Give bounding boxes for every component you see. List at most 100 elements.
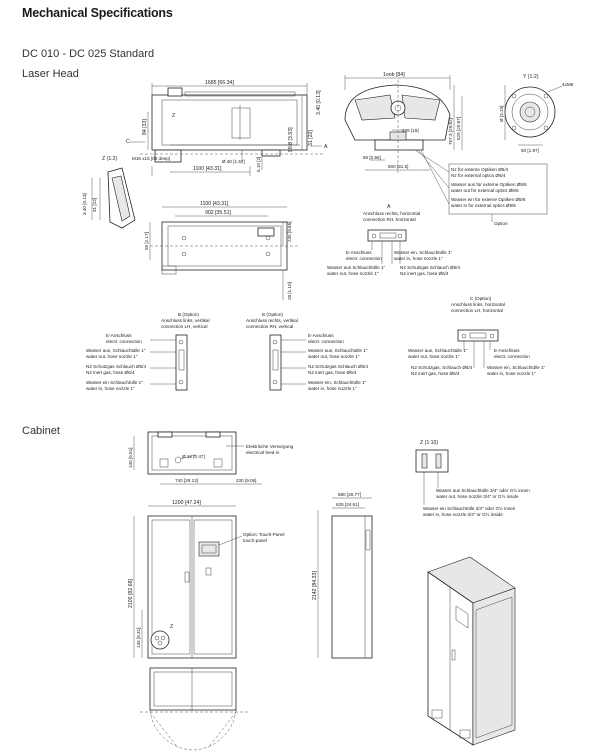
view-c-label: electr. connection xyxy=(494,354,530,359)
view-b2-label: Wasser aus, Schlauchtülle 1" xyxy=(308,348,368,353)
view-b2-label: Wasser ein, Schlauchtülle 1" xyxy=(308,380,367,385)
view-a-label: Wasser ein, Schlauchtülle 1" xyxy=(394,250,453,255)
view-a-label: N2 Schutzgas Schlauch Ø6/4 xyxy=(400,265,460,270)
label-z-mark: Z xyxy=(172,113,175,119)
cab-touch-label: touch-panel xyxy=(243,538,267,543)
cab-supply-label: Elektrische Versorgung xyxy=(246,444,294,449)
dim-h1: 84 [33] xyxy=(142,119,148,135)
dim-485: 485 [19] xyxy=(402,128,419,133)
dim-thread: M16 x15 [06 deep] xyxy=(132,156,170,161)
view-c-label: Wasser ein, Schlauchtülle 1" xyxy=(487,365,546,370)
laser-head-front-view xyxy=(130,83,325,176)
view-b1-label: water out, hose nozzle 1" xyxy=(86,354,138,359)
cab-label-z: Z xyxy=(170,624,173,630)
page-subtitle: DC 010 - DC 025 Standard xyxy=(22,48,155,60)
view-b2-label: E-Anschluss xyxy=(308,333,334,338)
view-a-label: Wasser aus Schlauchtülle 1" xyxy=(327,265,386,270)
view-b2-label: water out, hose nozzle 1" xyxy=(308,354,360,359)
option-note-line: water in for external optics Ø8/6 xyxy=(451,203,516,208)
dim-525: 525 [20.67] xyxy=(456,117,461,140)
dim-length: 1685 [66.34] xyxy=(205,80,234,86)
view-c-title: C (Option) xyxy=(470,296,492,301)
option-note-line: water out for external optics Ø8/6 xyxy=(451,188,519,193)
label-c: C xyxy=(126,139,130,145)
view-b1-label: Wasser aus, Schlauchtülle 1" xyxy=(86,348,146,353)
dim-dia40: Ø 40 [1.57] xyxy=(222,159,245,164)
view-b1-label: N2 Schutzgas Schlauch Ø6/4 xyxy=(86,364,146,369)
page-title: Mechanical Specifications xyxy=(22,6,173,20)
cab-dim-140: 140 [5.51] xyxy=(128,448,133,468)
label-z-detail: Z (1:2) xyxy=(102,156,118,162)
cabinet-detail-z xyxy=(415,449,449,505)
view-b2-title: B (Option) xyxy=(262,312,283,317)
view-c-label: N2 inert gas, hose Ø6/4 xyxy=(411,371,460,376)
view-a-caption: Anschluss rechts, horizontal xyxy=(363,211,420,216)
view-c-label: N2 Schutzgas, Schlauch Ø6/4 xyxy=(411,365,473,370)
cabinet-front-view xyxy=(133,505,243,659)
view-b1-label: E-Anschluss xyxy=(106,333,132,338)
view-c-caption: Anschluss links, horizontal xyxy=(451,302,505,307)
dim-z-1: 3.40 [0.13] xyxy=(82,193,87,215)
option-note-line: Wasser aus für externe Optiken Ø8/6 xyxy=(451,182,527,187)
dim-z-2: 31 [22] xyxy=(92,198,97,212)
dim-h2: 31 [22] xyxy=(308,130,314,146)
cab-detail-label: Wasser ein Schlauchtülle 3/4" oder G½ in… xyxy=(423,505,516,511)
cab-dim-hole: Ø 12 [0.47] xyxy=(182,454,205,459)
cabinet-isometric xyxy=(427,556,516,746)
view-a-label: water in, hose nozzle 1" xyxy=(394,256,443,261)
view-a-connections xyxy=(367,229,407,264)
view-b2-label: N2 Schutzgas Schlauch Ø6/4 xyxy=(308,364,368,369)
cab-dim-2142: 2142 [84.33] xyxy=(312,571,318,600)
view-c-label: E-Anschluss xyxy=(494,348,520,353)
view-a-label: N2 inert gas, hose Ø6/4 xyxy=(400,271,449,276)
dim-ring-h: 50 [1.97] xyxy=(521,148,539,153)
cab-detail-label: Wasser aus Schlauchtülle 3/4" oder G½ in… xyxy=(436,487,530,493)
view-b1-label: Wasser ein Schlauchtülle 1" xyxy=(86,380,143,385)
cab-dim-width: 1200 [47.24] xyxy=(172,500,201,506)
dim-55: 55 [2.17] xyxy=(144,232,149,250)
label-y: Y (1:2) xyxy=(523,74,539,80)
cab-detail-label: water in, hose nozzle 3/4" or G½ inside xyxy=(423,511,503,517)
cab-dim-680: 680 [26.77] xyxy=(338,492,361,497)
cab-dim-135: 135 [5.31] xyxy=(136,628,141,648)
cab-dim-230: 230 [9.06] xyxy=(236,478,256,483)
view-c-label: water in, hose nozzle 1" xyxy=(487,371,536,376)
view-b1-connections xyxy=(150,334,188,391)
option-label: Option xyxy=(494,221,508,226)
view-c-label: water out, hose nozzle 1" xyxy=(408,354,460,359)
dim-1100b: 1100 [43.31] xyxy=(200,201,229,207)
view-a-caption: connection RH, horizontal xyxy=(363,217,416,222)
cab-dim-height: 2100 [82.68] xyxy=(128,579,134,608)
cab-detail-label: water out, hose nozzle 3/4" or G½ inside xyxy=(436,493,519,499)
view-b2-label: water in, hose nozzle 1" xyxy=(308,386,357,391)
view-b1-label: water in, hose nozzle 1" xyxy=(86,386,135,391)
cab-dim-740: 740 [29.13] xyxy=(175,478,198,483)
view-c-label: Wasser aus, Schlauchtülle 1" xyxy=(408,348,468,353)
option-note-line: Nz for external optics Ø6/4 xyxy=(451,173,506,178)
section-laser-head: Laser Head xyxy=(22,68,79,80)
section-cabinet: Cabinet xyxy=(22,425,60,437)
dim-510: 5.10 [2] xyxy=(256,157,261,172)
label-a: A xyxy=(324,144,328,150)
view-a-title: A xyxy=(387,204,391,210)
dim-902: 902 [35.51] xyxy=(205,210,232,216)
dim-1100: 1100 [43.31] xyxy=(193,166,222,172)
dim-245: 245 [9.65] xyxy=(287,222,292,242)
dim-top: 1oob [84] xyxy=(383,72,405,78)
view-b1-caption: connection LH, vertical xyxy=(161,324,207,329)
view-b1-label: N2 inert gas, hose Ø6/4 xyxy=(86,370,135,375)
view-b2-caption: connection RH, vertical xyxy=(246,324,293,329)
laser-head-top-view xyxy=(149,206,300,300)
cabinet-side-view xyxy=(317,497,373,659)
view-c-caption: connection LH, horizontal xyxy=(451,308,503,313)
view-b2-label: N2 inert gas, hose Ø6/4 xyxy=(308,370,357,375)
detail-y-ring xyxy=(504,85,563,146)
dim-757: 757.3 [29.82] xyxy=(448,118,453,145)
view-b2-label: electr. connection xyxy=(308,339,344,344)
option-note-line: Wasser ein für externe Optiken Ø8/6 xyxy=(451,197,526,202)
view-b2-connections xyxy=(269,334,306,391)
cab-detail-z-title: Z (1:10) xyxy=(420,440,438,446)
view-b1-title: B (Option) xyxy=(178,312,199,317)
option-note-box xyxy=(414,149,548,222)
view-b1-caption: Anschluss links, vertikal xyxy=(161,318,210,323)
